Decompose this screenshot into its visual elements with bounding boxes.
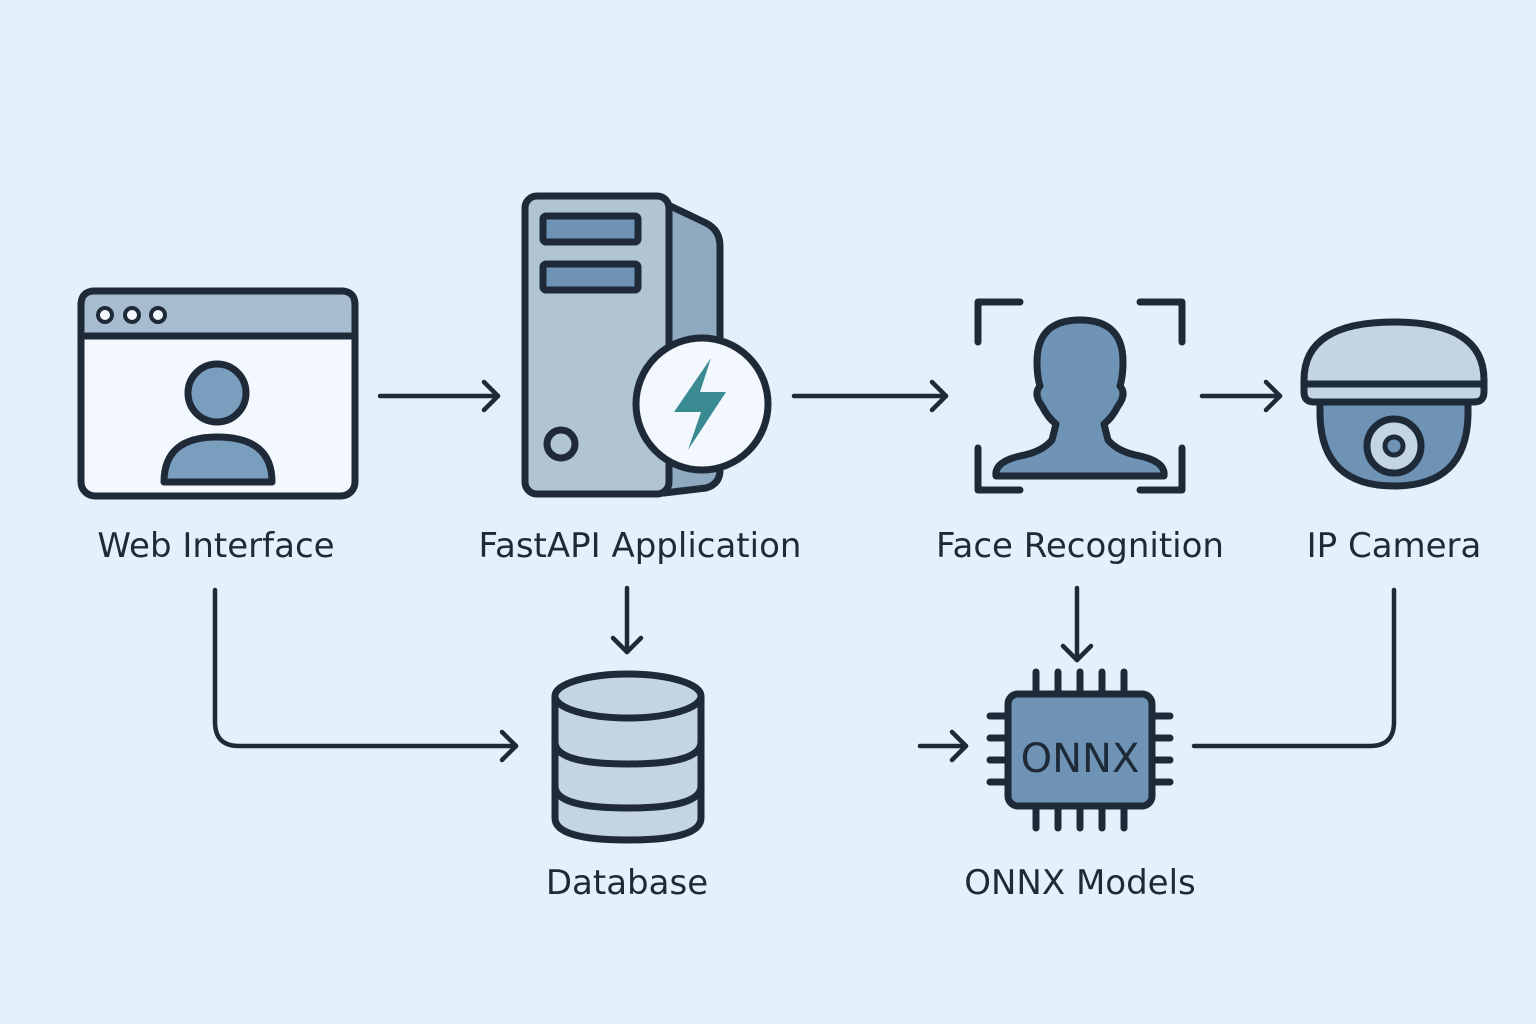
arrow-into-onnx: [917, 729, 969, 763]
connectors: [212, 379, 1397, 763]
arrow-web-to-fastapi: [377, 379, 501, 413]
node-onnx-models: ONNX ONNX Models: [964, 668, 1196, 903]
face-scan-icon: [974, 298, 1186, 494]
dome-camera-icon: [1300, 318, 1488, 490]
arrow-web-to-database: [212, 587, 519, 763]
arrow-face-recognition-to-camera: [1199, 379, 1283, 413]
database-label: Database: [546, 863, 708, 903]
node-database: Database: [546, 670, 708, 903]
onnx-models-label: ONNX Models: [964, 863, 1196, 903]
face-recognition-label: Face Recognition: [936, 526, 1224, 566]
browser-window-user-icon: [77, 287, 359, 500]
fastapi-application-label: FastAPI Application: [479, 526, 802, 566]
chip-text: ONNX: [1021, 736, 1140, 782]
node-ip-camera: IP Camera: [1300, 318, 1488, 566]
database-cylinder-icon: [551, 670, 705, 844]
arrow-fastapi-to-face-recognition: [791, 379, 949, 413]
node-fastapi-application: FastAPI Application: [479, 192, 802, 566]
arrow-camera-to-onnx: [1191, 587, 1397, 749]
chip-icon: ONNX: [986, 668, 1174, 832]
ip-camera-label: IP Camera: [1307, 526, 1482, 566]
arrow-face-recognition-to-onnx: [1060, 585, 1094, 663]
node-face-recognition: Face Recognition: [936, 298, 1224, 566]
server-lightning-icon: [521, 192, 772, 498]
web-interface-label: Web Interface: [97, 526, 334, 566]
arrow-fastapi-to-database: [610, 585, 644, 655]
node-web-interface: Web Interface: [77, 287, 359, 566]
